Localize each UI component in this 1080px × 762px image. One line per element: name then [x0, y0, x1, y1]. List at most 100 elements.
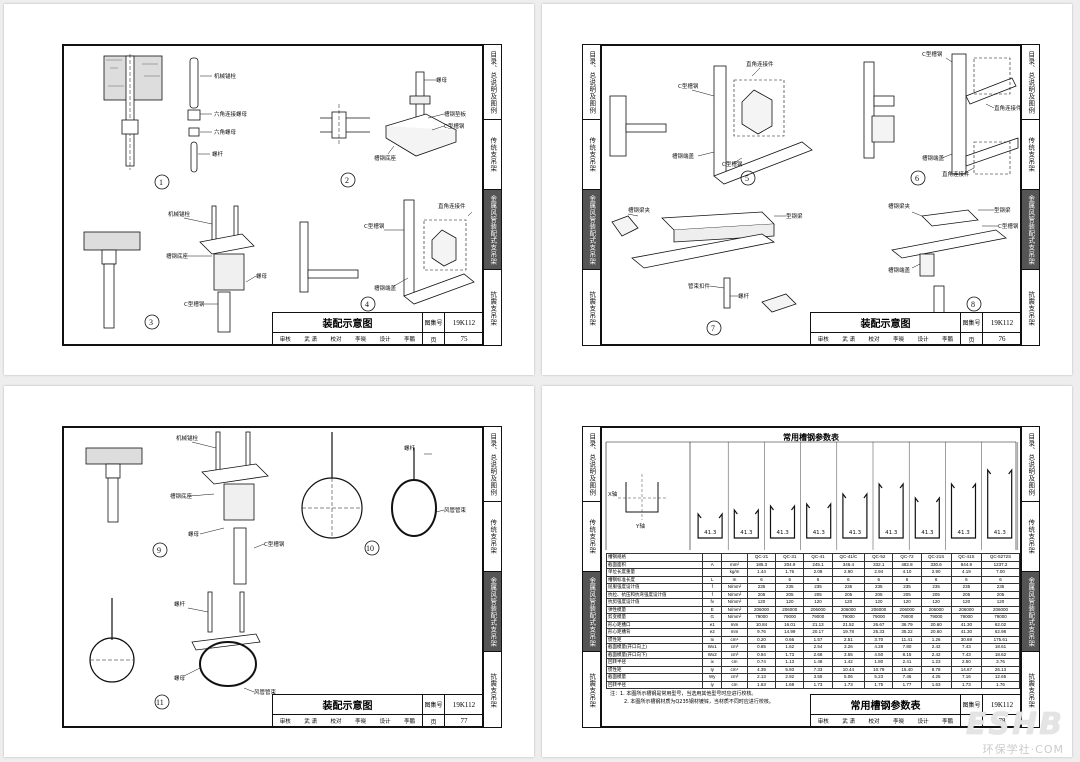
atlas-number: 19K112 — [983, 695, 1021, 715]
table-cell: 1.73 — [831, 680, 866, 689]
table-cell: 205 — [746, 590, 777, 599]
signature-row: 审核 武 潇 校对 李晓 设计 李鹏 — [273, 715, 423, 727]
drawing-frame: 机械锚栓 槽钢底座 螺母 C型槽钢 9 螺杆 风管管束 10 — [62, 426, 484, 728]
page-number: 77 — [460, 717, 468, 725]
table-cell: 4.28 — [864, 643, 894, 652]
table-cell: 235 — [831, 583, 866, 592]
table-cell: 206000 — [803, 605, 833, 614]
table-cell: 槽钢标准长度 — [605, 575, 704, 584]
tab-seismic[interactable]: 抗震支吊架 — [587, 672, 596, 708]
tab-contents[interactable]: 目录、总说明及图例 — [484, 45, 501, 120]
table-cell: cm⁴ — [721, 665, 748, 674]
label: 风管管束 — [444, 506, 467, 514]
label: 螺杆 — [212, 150, 224, 158]
table-cell: 205 — [980, 590, 1021, 599]
label: 槽钢梁夹 — [628, 206, 651, 214]
title-block: 常用槽钢参数表 图集号 19K112 审核 武 潇 校对 李晓 设计 李鹏 页 … — [810, 694, 1021, 727]
tab-contents[interactable]: 目录、总说明及图例 — [484, 427, 501, 502]
label: 槽钢底座 — [166, 252, 189, 260]
tab-metal-duct[interactable]: 金属风管装配式支吊架 — [1022, 572, 1039, 652]
signature-field: 武 潇 — [842, 337, 856, 343]
figure-number: 2 — [345, 176, 349, 185]
table-cell: kg/m — [721, 568, 748, 577]
tab-traditional[interactable]: 传统支吊架 — [1022, 120, 1039, 190]
table-cell: 4.25 — [920, 673, 952, 682]
tab-seismic[interactable]: 抗震支吊架 — [1026, 672, 1035, 708]
label: 机械锚栓 — [214, 72, 237, 80]
table-cell: 26.13 — [980, 665, 1021, 674]
tab-seismic[interactable]: 抗震支吊架 — [488, 672, 497, 708]
tab-metal-duct[interactable]: 金属风管装配式支吊架 — [484, 572, 501, 652]
section-tabs: 目录、总说明及图例 传统支吊架 金属风管装配式支吊架 抗震支吊架 — [582, 44, 600, 346]
label: 螺母 — [174, 674, 186, 682]
table-cell: 35.22 — [892, 628, 922, 637]
assembly-drawing: 直角连接件 C型槽钢 槽钢端盖 C型槽钢 5 C型槽钢 直角连接件 槽钢端盖 直… — [609, 50, 1020, 336]
table-cell: N/mm² — [721, 583, 748, 592]
table-cell: 205 — [831, 590, 866, 599]
table-cell: N/mm² — [721, 605, 748, 614]
table-cell: 2.42 — [920, 650, 952, 659]
tab-traditional[interactable]: 传统支吊架 — [484, 120, 501, 190]
tab-contents[interactable]: 目录、总说明及图例 — [583, 45, 600, 120]
table-cell: 120 — [803, 598, 833, 607]
signature-row: 审核 武 潇 校对 李晓 设计 李鹏 — [811, 715, 961, 727]
table-cell: 6 — [920, 575, 952, 584]
tab-traditional[interactable]: 传统支吊架 — [583, 502, 600, 572]
table-cell: 单位长度重量 — [605, 568, 704, 577]
drawing-title: 装配示意图 — [811, 313, 961, 333]
table-title: 常用槽钢参数表 — [783, 433, 839, 442]
table-cell: 2.92 — [775, 673, 805, 682]
tab-metal-duct[interactable]: 金属风管装配式支吊架 — [583, 572, 600, 652]
signature-field: 审核 — [817, 337, 829, 343]
tab-traditional[interactable]: 传统支吊架 — [484, 502, 501, 572]
label: 螺杆 — [738, 292, 750, 300]
table-cell: 7.80 — [892, 643, 922, 652]
tab-seismic[interactable]: 抗震支吊架 — [587, 290, 596, 326]
notes: 注：1. 本图所示槽钢是常用型号，当选用其他型号时应进行校核。 2. 本图所示槽… — [610, 690, 774, 706]
table-cell: L — [702, 575, 723, 584]
table-cell: 120 — [831, 598, 866, 607]
table-cell: 36.79 — [892, 620, 922, 629]
tab-seismic[interactable]: 抗震支吊架 — [1026, 290, 1035, 326]
table-cell: ix — [702, 658, 723, 667]
tab-metal-duct[interactable]: 金属风管装配式支吊架 — [583, 190, 600, 270]
tab-contents[interactable]: 目录、总说明及图例 — [583, 427, 600, 502]
label: 直角连接件 — [746, 60, 774, 68]
label: 槽钢端盖 — [922, 154, 945, 162]
profile-dimension: 41.3 — [849, 530, 862, 536]
table-cell: 175.61 — [980, 635, 1021, 644]
table-cell: 1.73 — [775, 650, 805, 659]
tab-contents[interactable]: 目录、总说明及图例 — [1022, 427, 1039, 502]
label: C型槽钢 — [722, 160, 743, 168]
profile-dimension: 41.3 — [921, 530, 934, 536]
table-cell: mm — [721, 628, 748, 637]
tab-contents[interactable]: 目录、总说明及图例 — [1022, 45, 1039, 120]
label: 螺母 — [188, 530, 200, 538]
table-cell: 5.23 — [864, 673, 894, 682]
title-block: 装配示意图 图集号 19K112 审核 武 潇 校对 李晓 设计 李鹏 页 75 — [272, 312, 483, 345]
channel-profile — [769, 504, 796, 539]
site-watermark: ESHB 环保学社·COM — [904, 707, 1064, 756]
table-cell: 形心距槽背 — [605, 628, 704, 637]
table-cell: 120 — [746, 598, 777, 607]
watermark-logo: ESHB — [965, 707, 1064, 742]
tab-traditional[interactable]: 传统支吊架 — [1022, 502, 1039, 572]
table-cell: N/mm² — [721, 598, 748, 607]
tab-metal-duct[interactable]: 金属风管装配式支吊架 — [484, 190, 501, 270]
drawing-frame: 机械锚栓 六角连接螺母 六角螺母 螺杆 1 螺母 槽钢垫板 C型槽钢 槽钢底座 … — [62, 44, 484, 346]
signature-field: 武 潇 — [842, 719, 856, 725]
table-cell: E — [702, 605, 723, 614]
tab-traditional[interactable]: 传统支吊架 — [583, 120, 600, 190]
label: C型槽钢 — [184, 300, 205, 308]
tab-metal-duct[interactable]: 金属风管装配式支吊架 — [1022, 190, 1039, 270]
tab-seismic[interactable]: 抗震支吊架 — [488, 290, 497, 326]
section-tabs-right: 目录、总说明及图例 传统支吊架 金属风管装配式支吊架 抗震支吊架 — [1022, 426, 1040, 728]
table-cell: 21.52 — [831, 620, 866, 629]
